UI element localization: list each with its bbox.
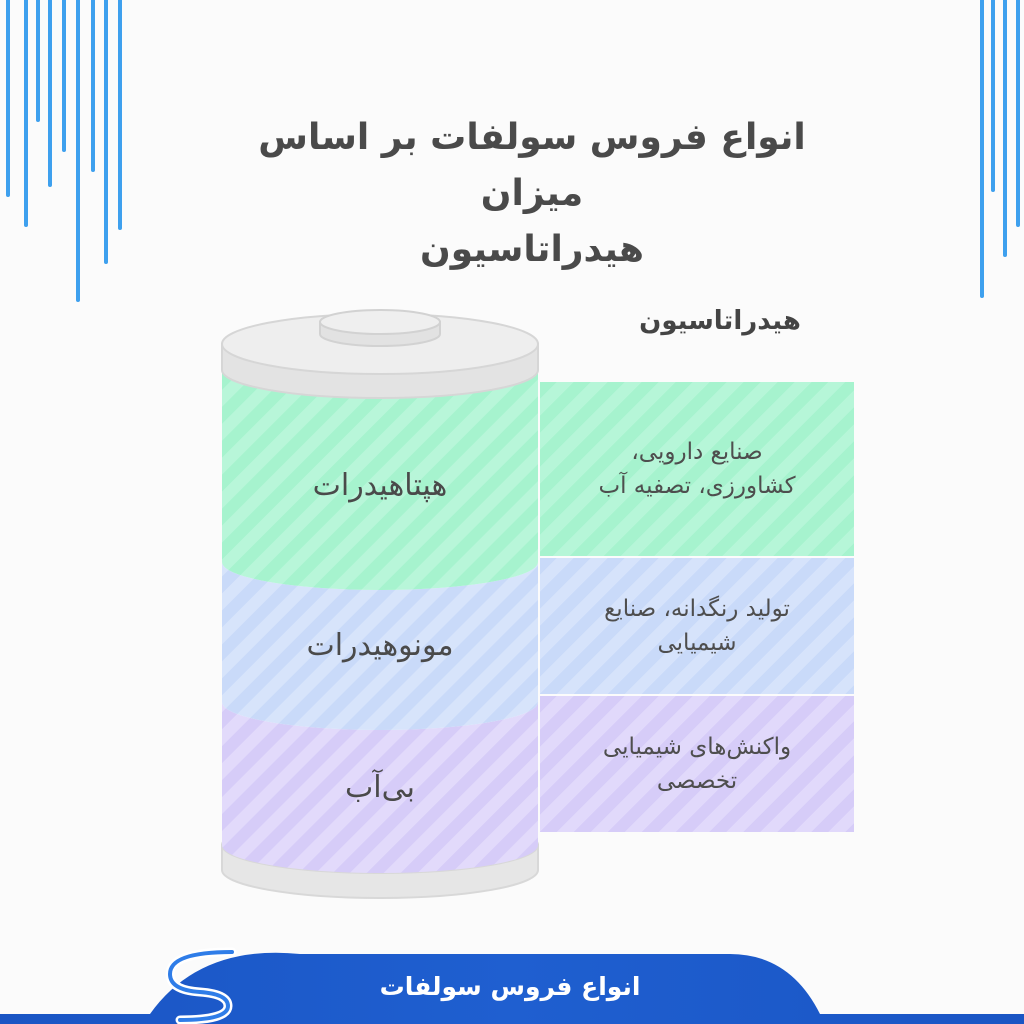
segment-label: هپتاهیدرات [312, 467, 448, 503]
panel-line: شیمیایی [657, 630, 737, 656]
panel-line: تولید رنگدانه، صنایع [604, 596, 790, 622]
panel-line: صنایع دارویی، [631, 439, 763, 465]
panel-line: کشاورزی، تصفیه آب [598, 473, 796, 499]
panel-line: واکنش‌های شیمیایی [602, 734, 792, 760]
panel-line: تخصصی [656, 768, 738, 794]
footer-bar [0, 947, 1024, 1024]
cylinder-shape [221, 309, 539, 899]
cylinder-band-heptahydrate [222, 370, 538, 590]
segment-heptahydrate: هپتاهیدرات [222, 410, 538, 560]
panel-heptahydrate-uses: صنایع دارویی، کشاورزی، تصفیه آب [540, 380, 854, 556]
hydration-cylinder: هپتاهیدرات مونوهیدرات بی‌آب [210, 300, 550, 910]
cylinder-band-monohydrate [222, 562, 538, 730]
cylinder-band-anhydrous [222, 702, 538, 873]
segment-label: بی‌آب [345, 770, 415, 805]
segment-monohydrate: مونوهیدرات [222, 585, 538, 705]
s-wave-logo-icon [165, 947, 237, 1024]
hydration-heading: هیدراتاسیون [639, 306, 801, 336]
panel-monohydrate-uses: تولید رنگدانه، صنایع شیمیایی [540, 556, 854, 694]
panel-anhydrous-uses: واکنش‌های شیمیایی تخصصی [540, 694, 854, 832]
segment-anhydrous: بی‌آب [222, 725, 538, 850]
page-title: انواع فروس سولفات بر اساس میزان هیدراتاس… [212, 110, 852, 278]
title-line-1: انواع فروس سولفات بر اساس میزان [258, 117, 806, 214]
segment-label: مونوهیدرات [306, 627, 454, 663]
footer-title: انواع فروس سولفات [379, 971, 641, 1001]
title-line-2: هیدراتاسیون [420, 229, 644, 270]
